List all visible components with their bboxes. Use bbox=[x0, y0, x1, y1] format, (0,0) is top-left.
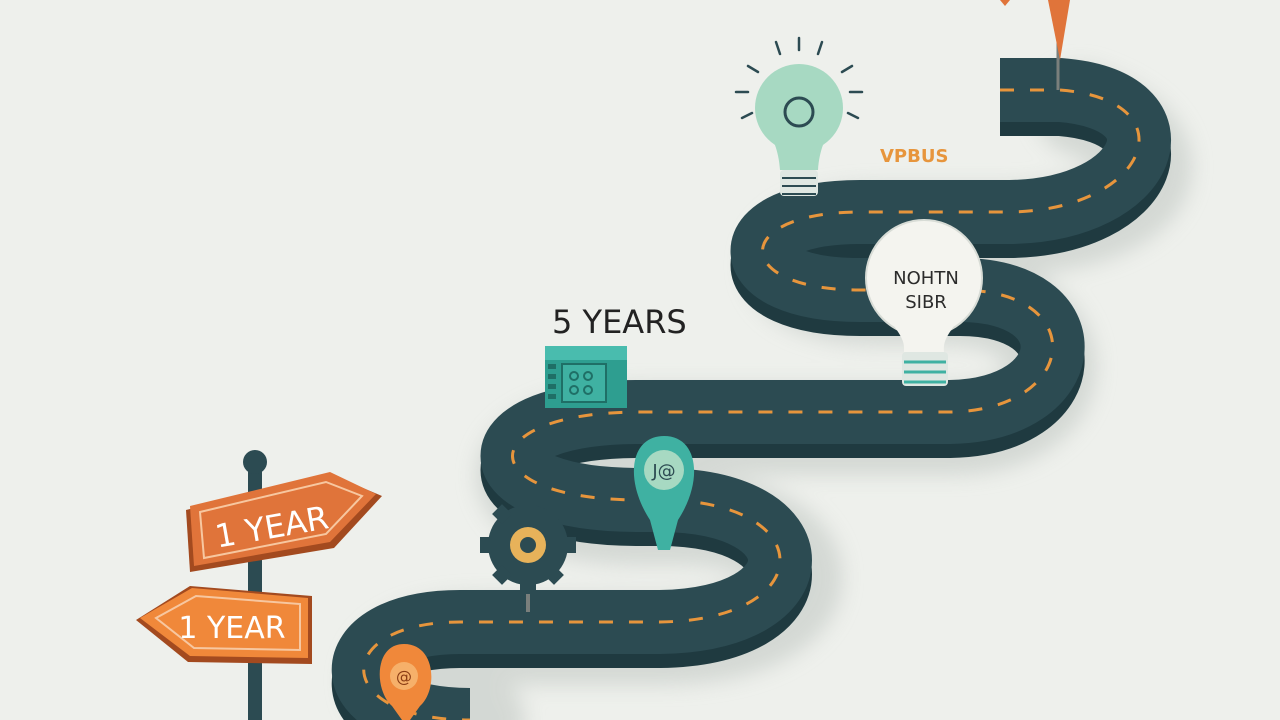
lower-sign-label: 1 YEAR bbox=[178, 611, 285, 646]
top-lightbulb-icon bbox=[734, 36, 864, 196]
road-center-line bbox=[362, 88, 1141, 720]
white-bulb-text-1: NOHTN bbox=[893, 268, 959, 289]
lower-sign: 1 YEAR bbox=[136, 586, 312, 664]
calendar-icon bbox=[545, 346, 627, 408]
upper-sign: 1 YEAR bbox=[186, 472, 382, 572]
orange-pin-text: @ bbox=[396, 667, 412, 686]
gear-icon bbox=[480, 496, 576, 612]
five-years-label: 5 YEARS bbox=[552, 303, 687, 341]
flag-icon bbox=[1000, 0, 1070, 90]
signpost: 1 YEAR 1 YEAR bbox=[136, 450, 382, 720]
orange-map-pin-icon: @ bbox=[379, 644, 432, 720]
road-surface bbox=[331, 58, 1171, 720]
teal-map-pin-icon: J@ bbox=[633, 436, 695, 550]
white-bulb-text-2: SIBR bbox=[905, 292, 947, 313]
road-label-top: VPBUS bbox=[880, 146, 948, 167]
teal-pin-text: J@ bbox=[651, 461, 675, 482]
white-lightbulb-icon: NOHTN SIBR bbox=[865, 219, 983, 386]
